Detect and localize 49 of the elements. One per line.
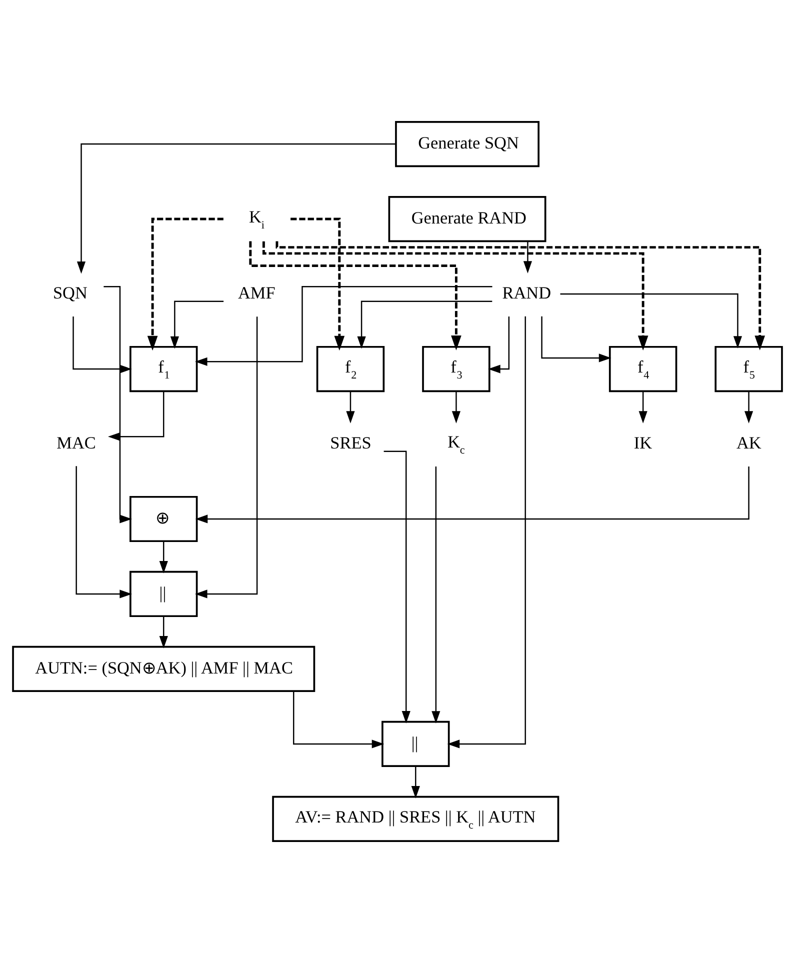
arrow [541, 316, 612, 362]
arrow [432, 466, 440, 724]
node-text: IK [634, 434, 652, 453]
node-box: Generate RAND [388, 196, 546, 242]
arrow [411, 766, 420, 798]
arrow [744, 392, 754, 424]
node-text: AK [736, 434, 762, 453]
arrow [384, 450, 410, 724]
node-text: SRES [330, 434, 372, 453]
arrow [76, 143, 396, 274]
arrow [560, 293, 742, 348]
arrow [170, 300, 224, 349]
arrow [488, 316, 510, 374]
node-text: MAC [56, 434, 96, 453]
node-box: f$_{1}$ [130, 346, 198, 392]
node-text: SQN [52, 284, 88, 303]
arrow [447, 316, 526, 748]
arrow [293, 691, 384, 748]
arrow [108, 391, 164, 441]
node-text: AMF [238, 284, 276, 303]
arrow [194, 316, 258, 598]
arrow [357, 300, 492, 349]
node-box: AV:= RAND || SRES || K$_{c}$ || AUTN [272, 796, 560, 842]
arrow [194, 286, 492, 366]
node-box: Generate SQN [395, 121, 540, 168]
node-box: || [382, 720, 450, 768]
arrow [249, 241, 462, 350]
arrow [147, 218, 224, 351]
node-box: || [130, 570, 198, 618]
arrow [76, 466, 132, 598]
node-text: K$_{i}$ [249, 207, 264, 232]
arrow [452, 392, 461, 424]
node-box: ⊕ [130, 496, 198, 542]
node-box: f$_{2}$ [316, 346, 385, 392]
node-box: f$_{5}$ [714, 346, 783, 392]
arrow [159, 542, 168, 574]
arrow [346, 392, 355, 424]
arrow [523, 242, 532, 274]
arrow [638, 392, 648, 424]
node-text: K$_{c}$ [448, 432, 465, 456]
arrow [290, 218, 345, 351]
arrow [159, 616, 168, 648]
node-box: f$_{3}$ [422, 346, 490, 392]
arrow [195, 466, 750, 524]
arrow [276, 241, 766, 350]
arrow [262, 241, 648, 350]
node-box: AUTN:= (SQN⊕AK) || AMF || MAC [12, 646, 316, 692]
node-text: RAND [502, 284, 552, 303]
node-box: f$_{4}$ [608, 346, 678, 392]
